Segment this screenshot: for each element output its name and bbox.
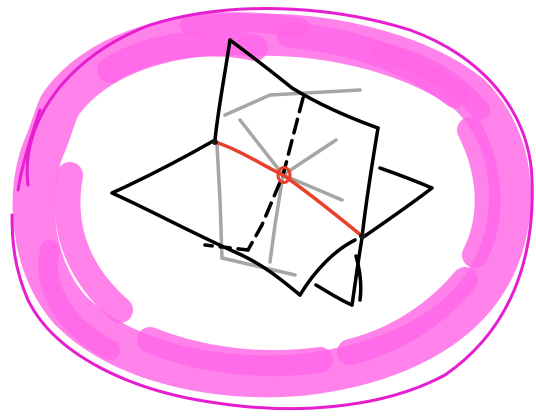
crossing-point-right: [359, 233, 365, 239]
pink-haze-ring: [34, 22, 510, 376]
red-intersection-curve: [215, 142, 362, 236]
vertical-sheet: [215, 40, 378, 305]
crossing-point-left: [212, 139, 218, 145]
